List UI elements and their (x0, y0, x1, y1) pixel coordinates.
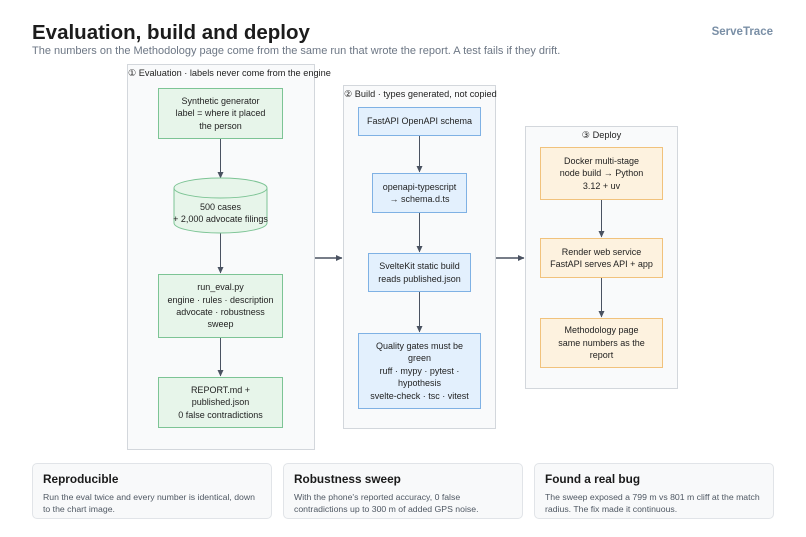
node-line: sweep (207, 319, 234, 330)
node-line: published.json (191, 397, 250, 408)
card-body: With the phone's reported accuracy, 0 fa… (294, 492, 479, 515)
found-bug-card: Found a real bug The sweep exposed a 799… (534, 463, 774, 519)
node-line: advocate · robustness (176, 307, 265, 317)
quality-gates-node: Quality gates must be green ruff · mypy … (358, 333, 481, 409)
node-line: svelte-check · tsc · vitest (370, 390, 469, 401)
build-group-label: ② Build · types generated, not copied (344, 89, 497, 99)
brand-logo-text: ServeTrace (711, 26, 773, 38)
node-line: hypothesis (397, 378, 442, 389)
page-title: Evaluation, build and deploy (32, 21, 310, 44)
node-line: report (589, 350, 614, 361)
node-line: 3.12 + uv (582, 180, 621, 191)
openapi-schema-node: FastAPI OpenAPI schema (358, 107, 481, 136)
node-line: node build → Python (559, 168, 644, 179)
node-line: label = where it placed (175, 108, 266, 119)
cases-database-node: 500 cases + 2,000 advocate filings (173, 198, 268, 228)
node-line: openapi-typescript (382, 181, 457, 192)
node-line: Docker multi-stage (563, 155, 640, 166)
node-line: Methodology page (564, 325, 639, 336)
node-line: engine · rules · description (167, 294, 274, 305)
card-title: Robustness sweep (294, 472, 401, 486)
node-line: Synthetic generator (181, 95, 260, 106)
node-line: run_eval.py (197, 282, 244, 293)
node-line: → schema.d.ts (389, 194, 450, 204)
node-line: + 2,000 advocate filings (173, 214, 268, 224)
node-line: green (407, 353, 432, 364)
openapi-typescript-node: openapi-typescript → schema.d.ts (372, 173, 467, 213)
reproducible-card: Reproducible Run the eval twice and ever… (32, 463, 272, 519)
deploy-group-label: ③ Deploy (581, 130, 622, 140)
node-line: the person (199, 120, 242, 131)
node-line: FastAPI serves API + app (550, 259, 653, 269)
robustness-sweep-card: Robustness sweep With the phone's report… (283, 463, 523, 519)
card-body: Run the eval twice and every number is i… (43, 492, 255, 515)
docker-build-node: Docker multi-stage node build → Python 3… (540, 147, 663, 200)
methodology-page-node: Methodology page same numbers as the rep… (540, 318, 663, 368)
node-line: ruff · mypy · pytest · (379, 365, 460, 376)
evaluation-group-label: ① Evaluation · labels never come from th… (128, 68, 331, 78)
node-line: same numbers as the (558, 337, 645, 348)
render-service-node: Render web service FastAPI serves API + … (540, 238, 663, 278)
run-eval-node: run_eval.py engine · rules · description… (158, 274, 283, 338)
report-node: REPORT.md + published.json 0 false contr… (158, 377, 283, 428)
node-line: REPORT.md + (190, 384, 251, 395)
node-line: SvelteKit static build (379, 261, 460, 272)
node-line: Quality gates must be (375, 340, 464, 351)
card-title: Reproducible (43, 472, 119, 486)
node-line: Render web service (561, 246, 642, 257)
node-line: 0 false contradictions (178, 409, 263, 420)
node-line: FastAPI OpenAPI schema (366, 116, 473, 127)
sveltekit-build-node: SvelteKit static build reads published.j… (368, 253, 471, 292)
node-line: reads published.json (378, 273, 461, 284)
node-line: 500 cases (199, 201, 242, 212)
page-subtitle: The numbers on the Methodology page come… (32, 45, 561, 57)
synthetic-generator-node: Synthetic generator label = where it pla… (158, 88, 283, 139)
card-body: The sweep exposed a 799 m vs 801 m cliff… (545, 492, 760, 515)
card-title: Found a real bug (545, 472, 641, 486)
